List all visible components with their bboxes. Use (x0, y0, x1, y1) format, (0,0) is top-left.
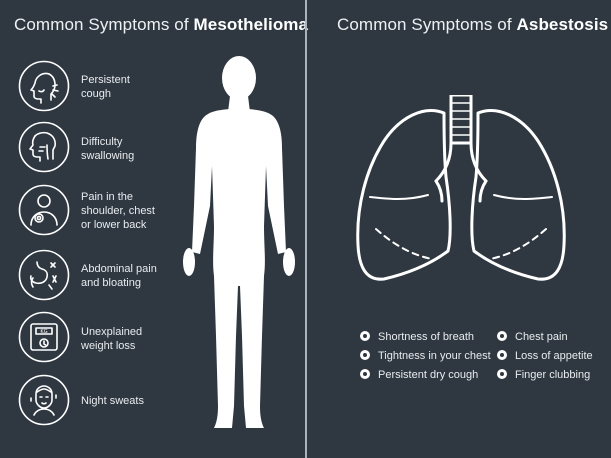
mesothelioma-title: Common Symptoms of Mesothelioma (14, 15, 309, 34)
svg-text:KG: KG (40, 329, 47, 335)
bullet-icon (497, 331, 507, 341)
list-item: Shortness of breath (360, 331, 491, 350)
list-item: Tightness in your chest (360, 350, 491, 369)
list-item: Persistent dry cough (360, 369, 491, 388)
bullet-icon (360, 350, 370, 360)
human-body-silhouette (183, 56, 295, 428)
asbestosis-symptoms-col2: Chest pain Loss of appetite Finger clubb… (497, 331, 593, 388)
asbestosis-symptoms-col1: Shortness of breath Tightness in your ch… (360, 331, 491, 388)
bullet-icon (497, 369, 507, 379)
abdomen-icon (18, 249, 70, 301)
list-item: Finger clubbing (497, 369, 593, 388)
bullet-icon (497, 350, 507, 360)
scale-icon: KG (18, 311, 70, 363)
night-sweats-icon (18, 374, 70, 426)
bullet-icon (360, 331, 370, 341)
list-item: Loss of appetite (497, 350, 593, 369)
lungs-illustration (356, 95, 566, 281)
back-pain-icon (18, 184, 70, 236)
symptom-night-sweats: Night sweats (81, 395, 144, 407)
asbestosis-title: Common Symptoms of Asbestosis (337, 15, 609, 34)
column-divider (305, 0, 307, 458)
bullet-icon (360, 369, 370, 379)
swallowing-icon (18, 121, 70, 173)
cough-icon (18, 60, 70, 112)
list-item: Chest pain (497, 331, 593, 350)
